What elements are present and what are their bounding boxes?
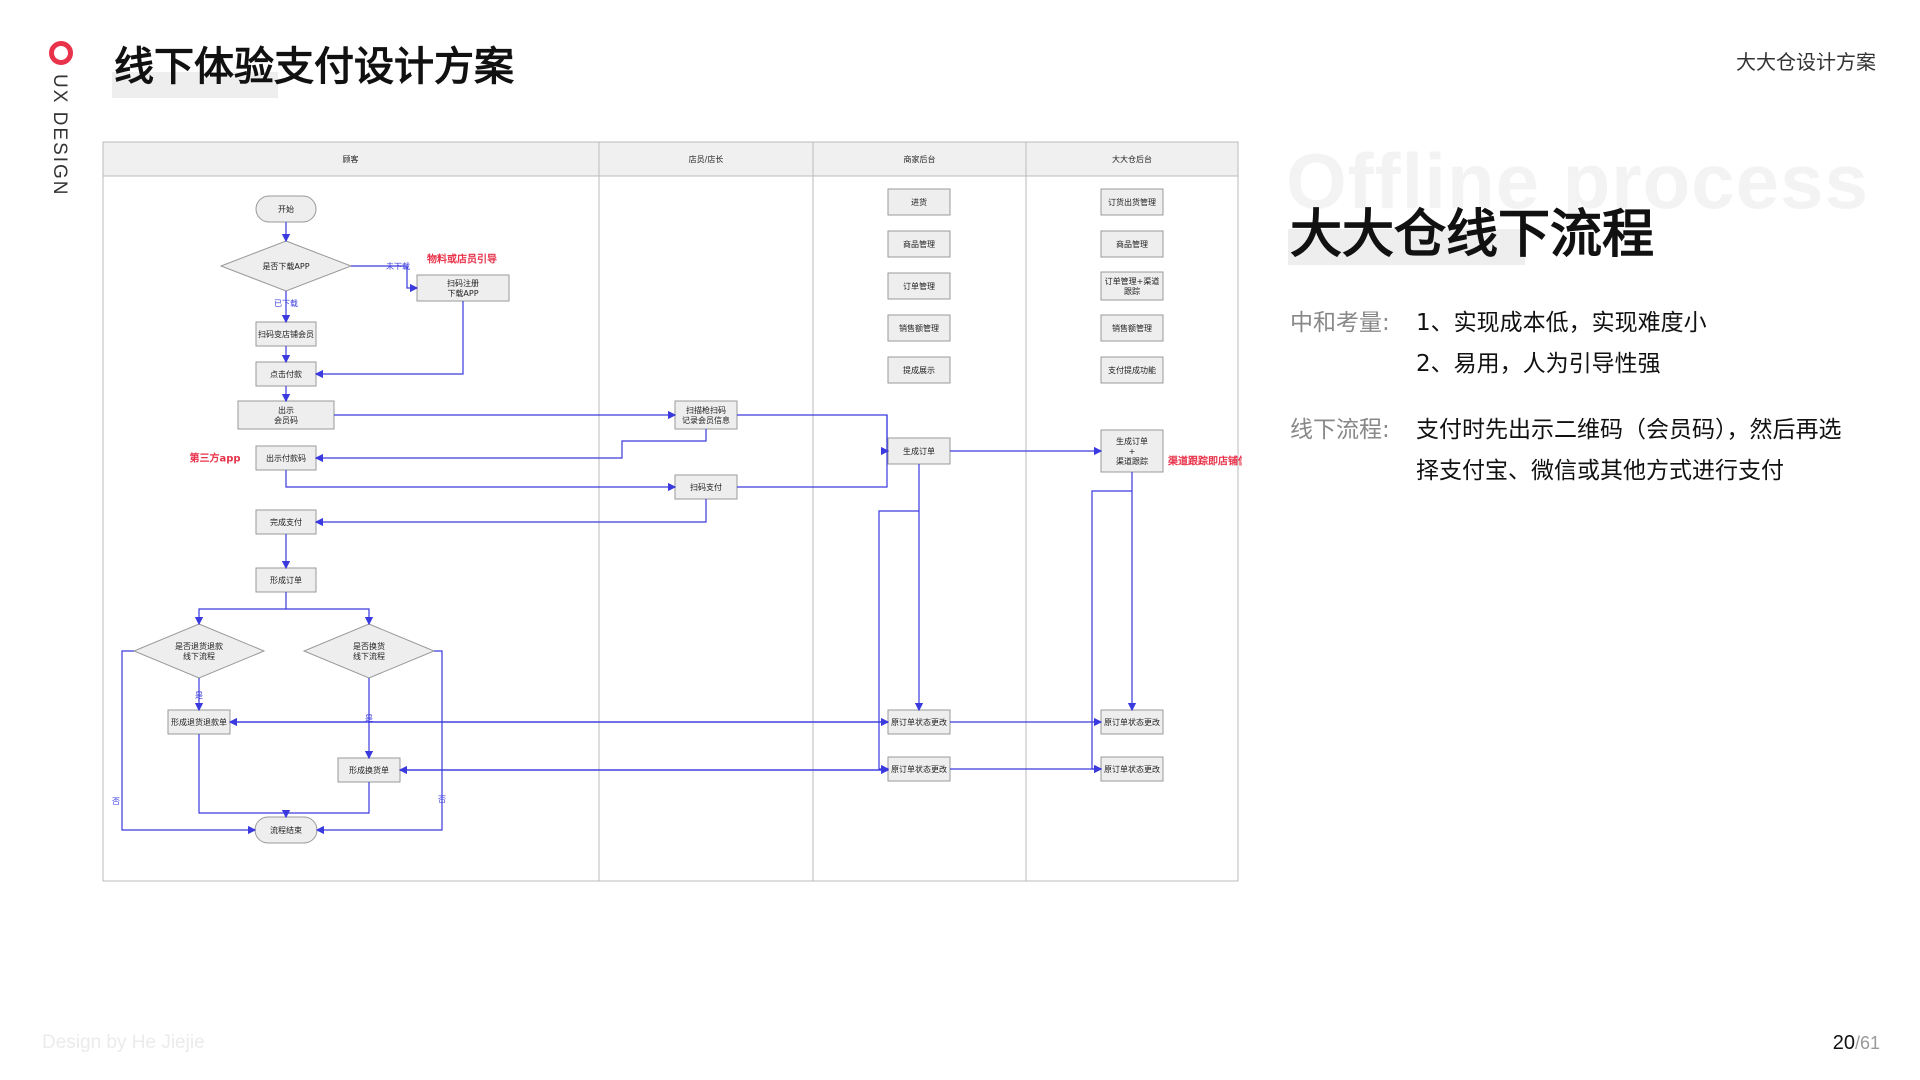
flow-arrow — [351, 265, 419, 293]
node-platform-withdraw — [1100, 356, 1164, 384]
header-project-label: 大大仓设计方案 — [1736, 50, 1876, 74]
node-merchant-goods — [887, 230, 951, 258]
node-platform-status-1 — [1100, 709, 1164, 735]
section-title: 大大仓线下流程 — [1290, 205, 1655, 265]
node-start-label: 开始 — [278, 204, 294, 214]
node-staff-scan-pay-label: 扫码支付 — [690, 482, 722, 492]
node-platform-order-mgmt — [1100, 188, 1164, 216]
flow-arrow — [286, 608, 374, 626]
node-platform-order-channel — [1100, 271, 1164, 301]
node-merchant-status-2 — [887, 756, 951, 782]
page-title: 线下体验支付设计方案 — [114, 44, 514, 90]
flow-arrow — [286, 782, 370, 814]
node-platform-order-channel-label: 订单管理+渠道跟踪 — [1105, 276, 1160, 296]
lane-title: 店员/店长 — [689, 154, 724, 164]
node-platform-sales — [1100, 314, 1164, 342]
node-merchant-sales — [887, 314, 951, 342]
node-merchant-status-2-label: 原订单状态更改 — [891, 764, 947, 774]
flow-arrow — [314, 301, 464, 379]
edge-label-no-exchange: 否 — [438, 795, 446, 804]
lane-title: 顾客 — [343, 154, 359, 164]
node-platform-gen-order-label: 生成订单+渠道跟踪 — [1116, 436, 1148, 466]
node-q-exchange-label: 是否换货线下流程 — [353, 641, 385, 661]
node-show-pay-code-label: 出示付款码 — [266, 453, 306, 463]
page-current: 20 — [1832, 1032, 1855, 1054]
node-finish-pay — [255, 509, 317, 535]
edge-label-downloaded: 已下载 — [274, 298, 298, 308]
node-click-pay-label: 点击付款 — [270, 369, 302, 379]
info-line-offline-flow-2: 择支付宝、微信或其他方式进行支付 — [1416, 458, 1784, 484]
node-merchant-sales-label: 销售额管理 — [899, 323, 939, 333]
section-highlight-bar — [1288, 229, 1525, 265]
node-platform-withdraw-label: 支付提成功能 — [1108, 365, 1156, 375]
node-staff-scan-member-label: 扫描枪扫码记录会员信息 — [682, 405, 730, 425]
node-show-member-code-label: 出示会员码 — [274, 405, 298, 425]
edge-label-no-refund: 否 — [112, 797, 120, 806]
brand-ring-icon — [49, 41, 73, 65]
lane-header-bar — [102, 141, 1239, 177]
node-merchant-stock-label: 进货 — [911, 197, 927, 207]
flow-arrow — [285, 470, 677, 492]
node-finish-pay-label: 完成支付 — [270, 517, 302, 527]
node-merchant-withdraw-label: 提成展示 — [903, 365, 935, 375]
flow-arrow — [737, 415, 888, 488]
annotation-material-guide: 物料或店员引导 — [427, 253, 497, 266]
flow-arrow — [315, 650, 443, 835]
node-refund-doc-label: 形成退货退款单 — [171, 717, 227, 727]
node-scan-register-label: 扫码注册下载APP — [447, 278, 479, 298]
edge-label-yes-refund: 是 — [195, 691, 203, 700]
node-merchant-withdraw — [887, 356, 951, 384]
info-row-offline-flow: 线下流程: 支付时先出示二维码（会员码），然后再选 择支付宝、微信或其他方式进行… — [1290, 410, 1842, 484]
node-merchant-orders-label: 订单管理 — [903, 281, 935, 291]
flow-arrow — [121, 650, 257, 835]
node-form-order-label: 形成订单 — [270, 575, 302, 585]
ux-design-label: UX DESIGN — [49, 74, 70, 197]
designer-credit: Design by He Jiejie — [42, 1032, 205, 1053]
node-merchant-stock — [887, 188, 951, 216]
edge-label-yes-exchange: 是 — [365, 714, 373, 723]
annotation-third-party-app: 第三方app — [189, 452, 240, 465]
node-end-label: 流程结束 — [270, 825, 302, 835]
lane-title: 大大仓后台 — [1112, 154, 1152, 164]
node-scan-member-label: 扫码变店铺会员 — [258, 329, 314, 339]
annotation-channel-tracking: 渠道跟踪即店铺信息 — [1167, 455, 1242, 468]
node-platform-goods — [1100, 230, 1164, 258]
node-refund-doc — [167, 709, 231, 735]
node-exchange-doc-label: 形成换货单 — [349, 765, 389, 775]
node-q-download-label: 是否下载APP — [262, 261, 309, 271]
node-merchant-gen-order-label: 生成订单 — [903, 446, 935, 456]
flow-arrow — [314, 429, 707, 463]
node-platform-gen-order — [1100, 429, 1164, 473]
title-highlight-bar — [112, 72, 278, 98]
node-platform-goods-label: 商品管理 — [1116, 239, 1148, 249]
flow-arrow — [194, 592, 287, 626]
page-total: /61 — [1854, 1033, 1880, 1053]
ghost-background-text: Offline process — [1286, 137, 1869, 225]
info-line-offline-flow-1: 支付时先出示二维码（会员码），然后再选 — [1416, 417, 1842, 443]
info-line-tradeoff-1: 1、实现成本低，实现难度小 — [1416, 310, 1707, 336]
flow-arrow — [198, 734, 291, 819]
node-platform-sales-label: 销售额管理 — [1112, 323, 1152, 333]
page-number: 20/61 — [1833, 1032, 1880, 1055]
info-label-tradeoff: 中和考量: — [1290, 310, 1390, 336]
node-merchant-goods-label: 商品管理 — [903, 239, 935, 249]
node-merchant-status-1-label: 原订单状态更改 — [891, 717, 947, 727]
node-q-refund-label: 是否退货退款线下流程 — [175, 641, 223, 661]
node-show-pay-code — [255, 445, 317, 471]
lane-title: 商家后台 — [904, 154, 936, 164]
info-line-tradeoff-2: 2、易用，人为引导性强 — [1416, 351, 1661, 377]
edge-label-not-downloaded: 未下载 — [386, 261, 410, 271]
node-platform-status-1-label: 原订单状态更改 — [1104, 717, 1160, 727]
info-row-tradeoff: 中和考量: 1、实现成本低，实现难度小 2、易用，人为引导性强 — [1290, 303, 1707, 377]
info-label-offline-flow: 线下流程: — [1290, 417, 1390, 443]
node-platform-order-mgmt-label: 订货出货管理 — [1108, 197, 1156, 207]
flow-arrow — [314, 499, 707, 527]
node-platform-status-2-label: 原订单状态更改 — [1104, 764, 1160, 774]
node-merchant-orders — [887, 272, 951, 300]
